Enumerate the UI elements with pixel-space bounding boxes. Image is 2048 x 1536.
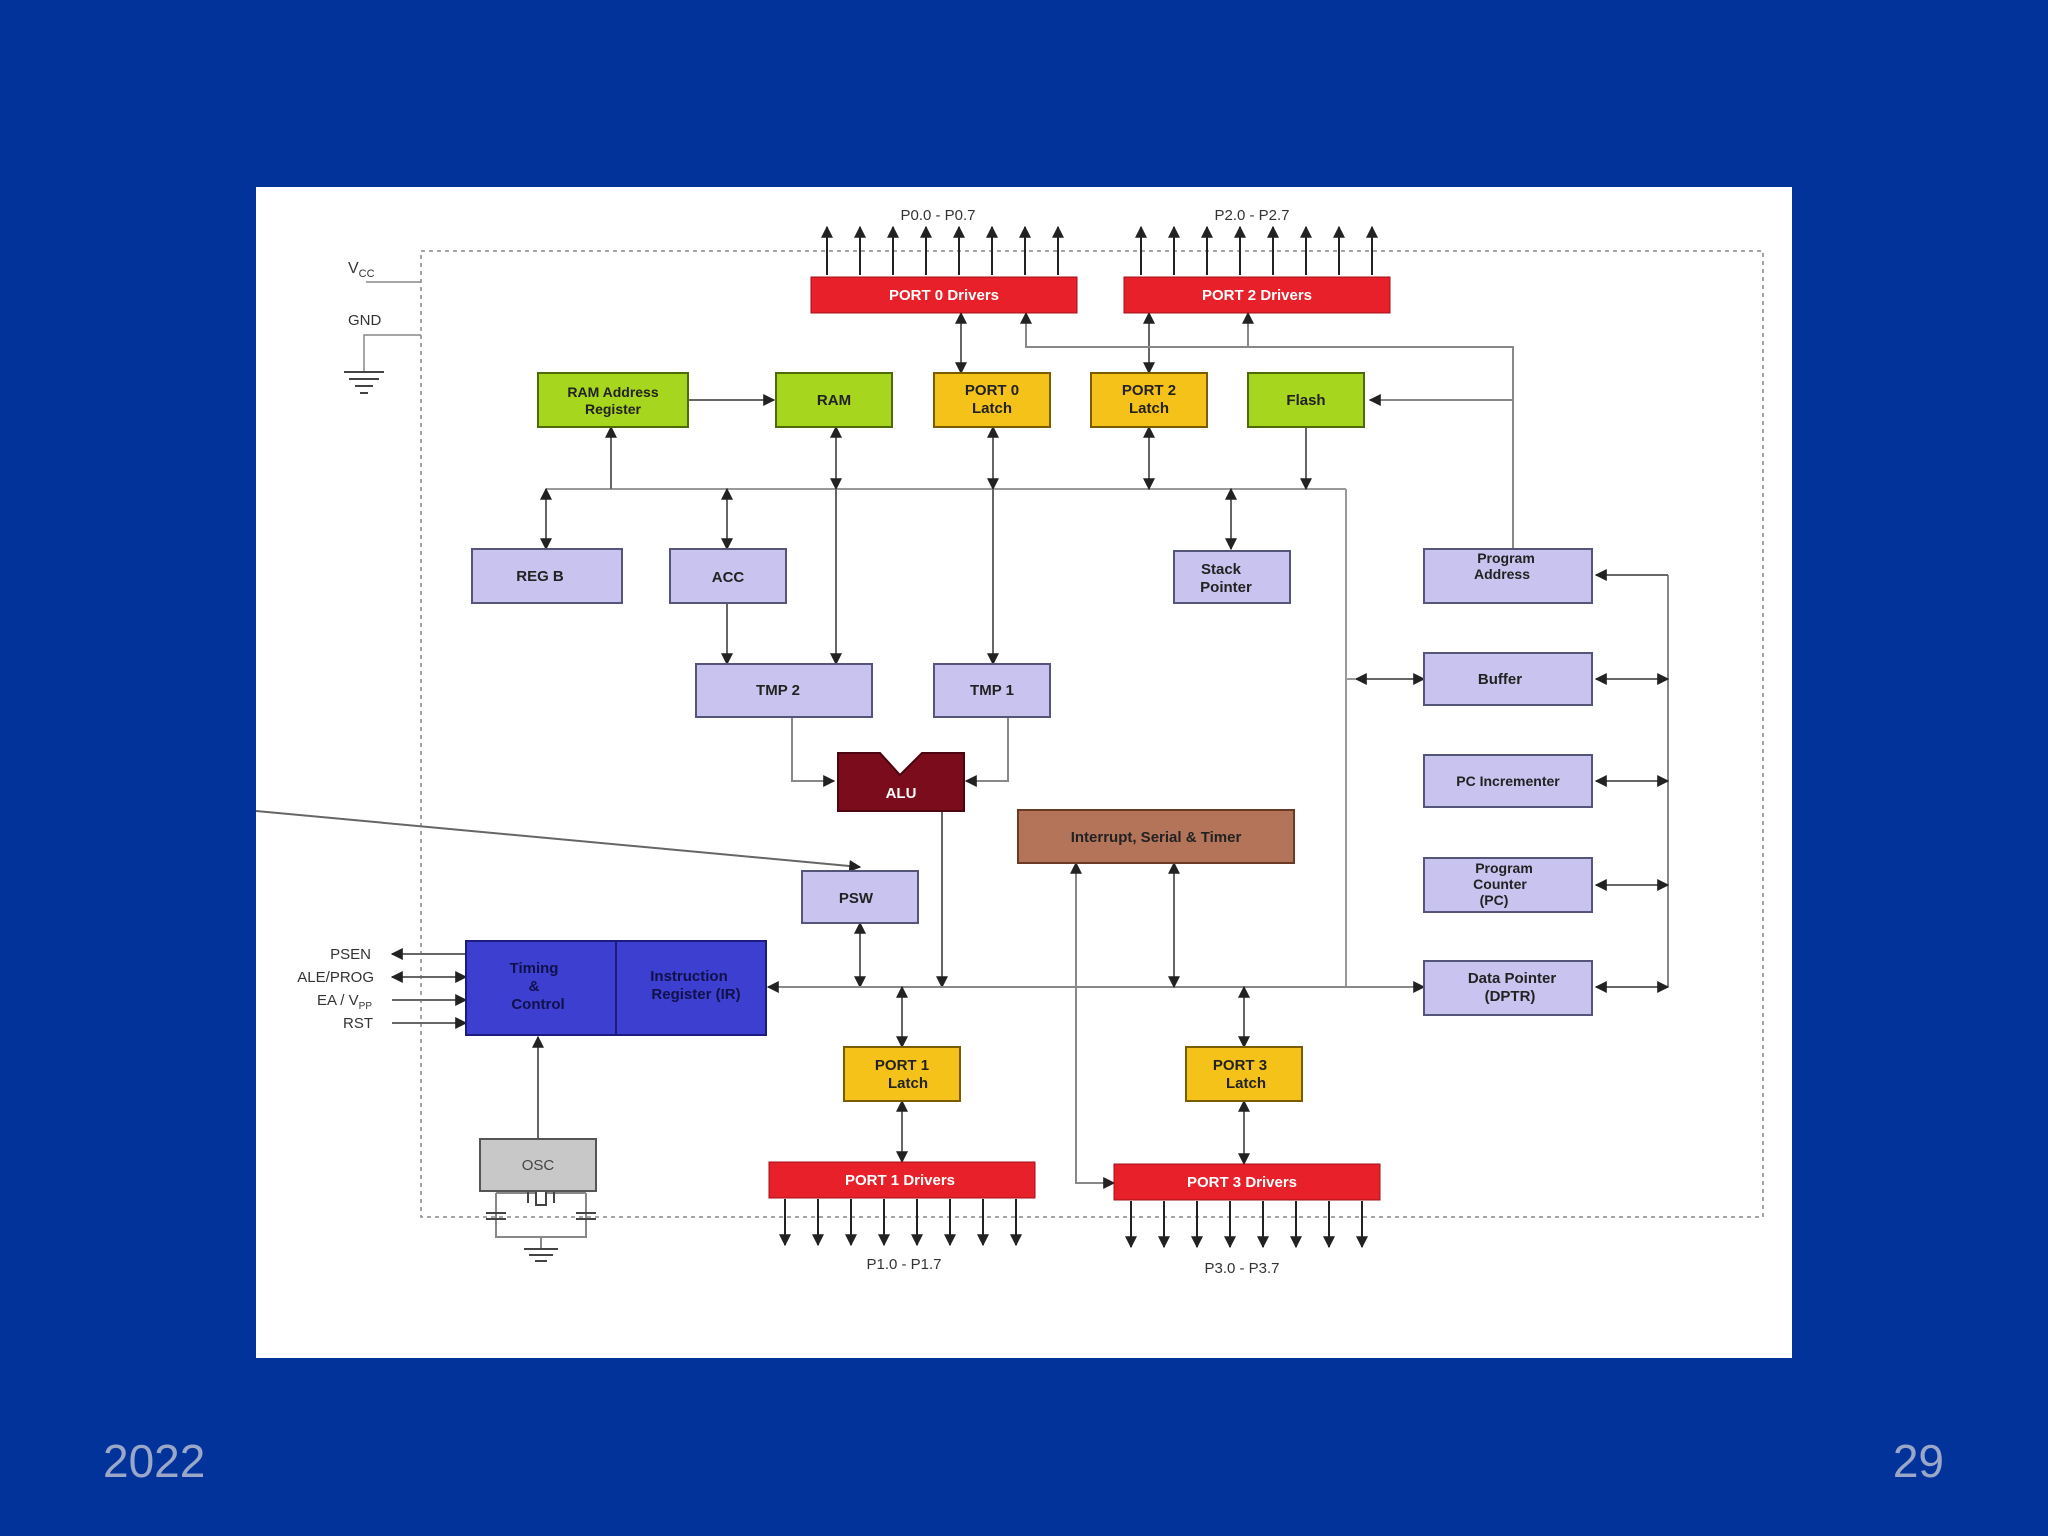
pc-incrementer-block: PC Incrementer bbox=[1423, 754, 1593, 808]
svg-text:ACC: ACC bbox=[712, 569, 745, 586]
svg-text:PORT 0 Drivers: PORT 0 Drivers bbox=[889, 287, 999, 304]
page-number: 29 bbox=[1892, 1435, 1944, 1487]
svg-text:Register (IR): Register (IR) bbox=[651, 986, 740, 1003]
svg-text:Latch: Latch bbox=[972, 400, 1012, 417]
svg-text:(DPTR): (DPTR) bbox=[1485, 988, 1536, 1005]
svg-text:PORT 1 Drivers: PORT 1 Drivers bbox=[845, 1172, 955, 1189]
osc-ground-icon bbox=[524, 1248, 558, 1262]
osc-block: OSC bbox=[479, 1138, 597, 1192]
svg-text:ALU: ALU bbox=[886, 785, 917, 802]
svg-text:PORT 2 Drivers: PORT 2 Drivers bbox=[1202, 287, 1312, 304]
timing-control-block: Timing & Control bbox=[465, 940, 617, 1036]
port0-drivers-block: PORT 0 Drivers bbox=[810, 276, 1078, 314]
svg-text:&: & bbox=[529, 978, 540, 995]
svg-text:PSW: PSW bbox=[839, 890, 874, 907]
interrupt-serial-timer-block: Interrupt, Serial & Timer bbox=[1017, 809, 1295, 864]
svg-text:TMP 2: TMP 2 bbox=[756, 682, 800, 699]
svg-text:OSC: OSC bbox=[522, 1157, 555, 1174]
svg-text:PC Incrementer: PC Incrementer bbox=[1456, 773, 1560, 789]
ea-vpp-label: EA / VPP bbox=[317, 992, 372, 1012]
svg-text:Latch: Latch bbox=[888, 1075, 928, 1092]
ale-prog-label: ALE/PROG bbox=[297, 969, 374, 986]
svg-text:RAM Address: RAM Address bbox=[567, 384, 658, 400]
svg-text:(PC): (PC) bbox=[1480, 892, 1509, 908]
svg-text:Flash: Flash bbox=[1286, 392, 1325, 409]
svg-text:Control: Control bbox=[511, 996, 564, 1013]
port0-latch-block: PORT 0 Latch bbox=[933, 372, 1051, 428]
tmp1-block: TMP 1 bbox=[933, 663, 1051, 718]
svg-text:Pointer: Pointer bbox=[1200, 579, 1252, 596]
svg-text:PORT 3 Drivers: PORT 3 Drivers bbox=[1187, 1174, 1297, 1191]
svg-text:PORT 3: PORT 3 bbox=[1213, 1057, 1267, 1074]
svg-text:Program: Program bbox=[1477, 550, 1535, 566]
p2-pin-label: P2.0 - P2.7 bbox=[1214, 207, 1289, 224]
svg-text:Interrupt, Serial & Timer: Interrupt, Serial & Timer bbox=[1071, 829, 1242, 846]
ram-block: RAM bbox=[775, 372, 893, 428]
block-diagram: P0.0 - P0.7 P2.0 - P2.7 P1.0 - P1.7 P3.0… bbox=[256, 207, 1764, 1277]
svg-text:Address: Address bbox=[1474, 566, 1530, 582]
p2-pin-arrows bbox=[1135, 225, 1378, 275]
vcc-label: VCC bbox=[348, 260, 375, 280]
p1-pin-arrows bbox=[779, 1199, 1022, 1247]
port3-latch-block: PORT 3 Latch bbox=[1185, 1046, 1303, 1102]
buffer-block: Buffer bbox=[1423, 652, 1593, 706]
svg-text:Instruction: Instruction bbox=[650, 968, 728, 985]
instruction-register-block: Instruction Register (IR) bbox=[615, 940, 767, 1036]
program-counter-block: Program Counter (PC) bbox=[1423, 857, 1593, 913]
footer-year: 2022 bbox=[103, 1435, 206, 1487]
svg-text:PORT 2: PORT 2 bbox=[1122, 382, 1176, 399]
reg-b-block: REG B bbox=[471, 548, 623, 604]
connection-lines bbox=[256, 311, 1670, 1249]
svg-text:REG B: REG B bbox=[516, 568, 564, 585]
svg-text:Register: Register bbox=[585, 401, 642, 417]
psen-label: PSEN bbox=[330, 946, 371, 963]
ram-address-register-block: RAM Address Register bbox=[537, 372, 689, 428]
svg-text:PORT 1: PORT 1 bbox=[875, 1057, 929, 1074]
port1-drivers-block: PORT 1 Drivers bbox=[768, 1161, 1036, 1199]
port1-latch-block: PORT 1 Latch bbox=[843, 1046, 961, 1102]
svg-text:TMP 1: TMP 1 bbox=[970, 682, 1014, 699]
p0-pin-arrows bbox=[821, 225, 1064, 275]
psw-block: PSW bbox=[801, 870, 919, 924]
svg-text:Latch: Latch bbox=[1129, 400, 1169, 417]
svg-text:Counter: Counter bbox=[1473, 876, 1527, 892]
tmp2-block: TMP 2 bbox=[695, 663, 873, 718]
gnd-label: GND bbox=[348, 312, 382, 329]
p1-pin-label: P1.0 - P1.7 bbox=[866, 1256, 941, 1273]
rst-label: RST bbox=[343, 1015, 373, 1032]
ground-icon bbox=[344, 371, 384, 394]
block-diagram-panel: P0.0 - P0.7 P2.0 - P2.7 P1.0 - P1.7 P3.0… bbox=[256, 187, 1792, 1358]
flash-block: Flash bbox=[1247, 372, 1365, 428]
alu-block: ALU bbox=[837, 752, 965, 812]
svg-text:Stack: Stack bbox=[1201, 561, 1242, 578]
port3-drivers-block: PORT 3 Drivers bbox=[1113, 1163, 1381, 1201]
svg-text:Program: Program bbox=[1475, 860, 1533, 876]
svg-text:RAM: RAM bbox=[817, 392, 851, 409]
port2-drivers-block: PORT 2 Drivers bbox=[1123, 276, 1391, 314]
program-address-register-block: Program Address bbox=[1423, 548, 1593, 604]
stack-pointer-block: Stack Pointer bbox=[1173, 550, 1291, 604]
svg-text:Timing: Timing bbox=[510, 960, 559, 977]
power-pins: VCC GND bbox=[344, 260, 421, 394]
svg-text:Buffer: Buffer bbox=[1478, 671, 1522, 688]
p3-pin-arrows bbox=[1125, 1201, 1368, 1249]
port2-latch-block: PORT 2 Latch bbox=[1090, 372, 1208, 428]
chip-boundary bbox=[420, 250, 1764, 1218]
p0-pin-label: P0.0 - P0.7 bbox=[900, 207, 975, 224]
svg-text:Latch: Latch bbox=[1226, 1075, 1266, 1092]
data-pointer-block: Data Pointer (DPTR) bbox=[1423, 960, 1593, 1016]
acc-block: ACC bbox=[669, 548, 787, 604]
p3-pin-label: P3.0 - P3.7 bbox=[1204, 1260, 1279, 1277]
svg-text:PORT 0: PORT 0 bbox=[965, 382, 1019, 399]
svg-text:Data Pointer: Data Pointer bbox=[1468, 970, 1557, 987]
